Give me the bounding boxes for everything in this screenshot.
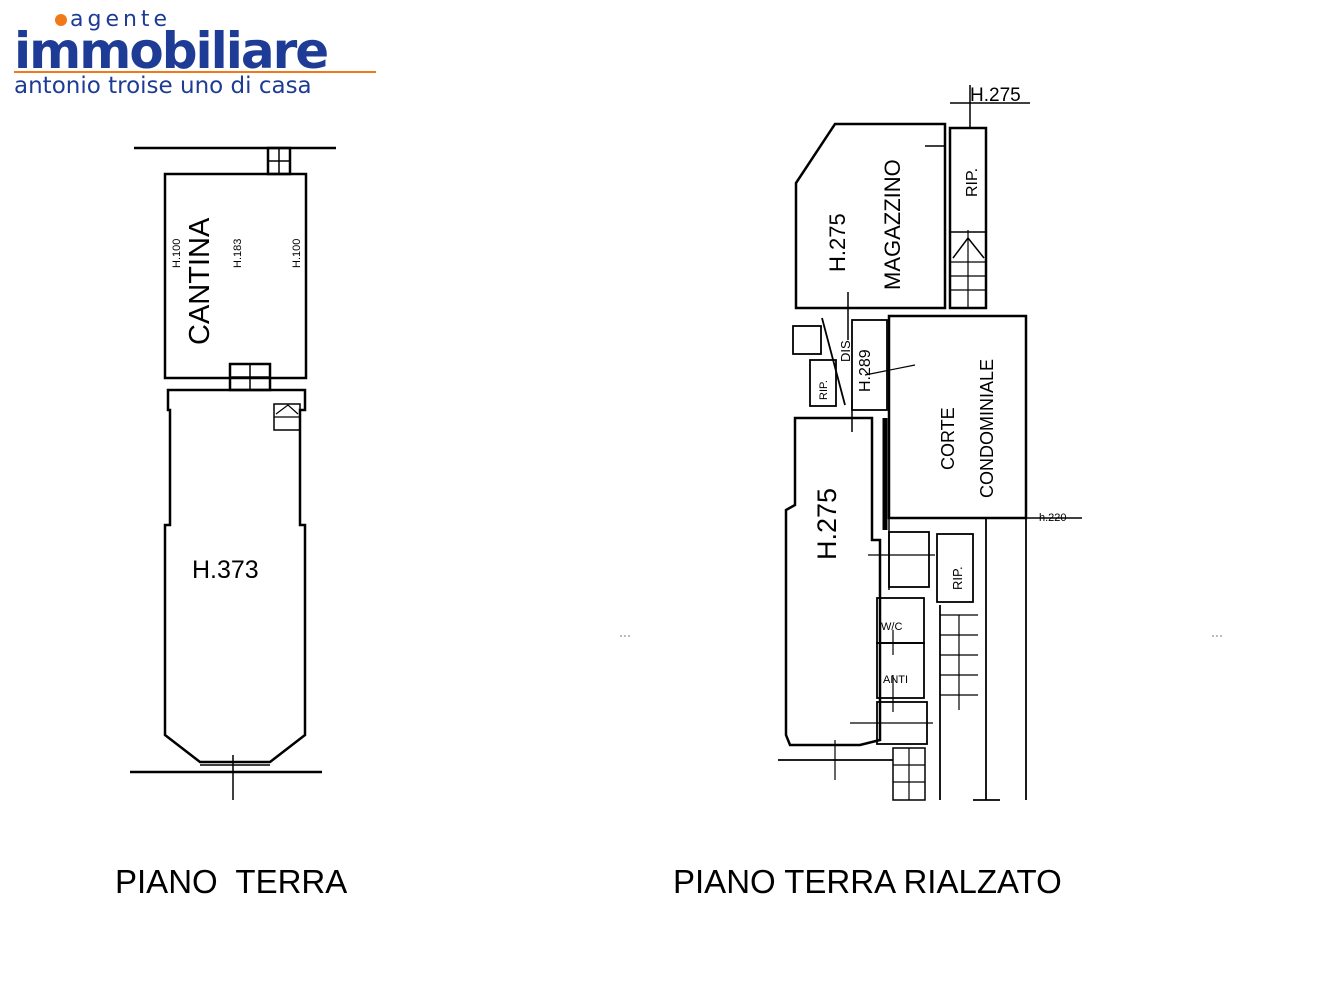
logo-top-word: agente — [70, 7, 171, 32]
cantina-height-left: H.100 — [171, 239, 183, 268]
rip-bottom-label: RIP. — [950, 566, 965, 590]
living-room-height: H.275 — [812, 488, 842, 560]
cantina-room — [163, 172, 308, 380]
rip-bottom-room — [936, 533, 974, 603]
dis-label: DIS — [838, 340, 853, 362]
corte-label-line2: CONDOMINIALE — [977, 359, 997, 498]
anti-label: ANTI — [883, 674, 908, 686]
magazzino-label: MAGAZZINO — [880, 159, 905, 290]
rip-small-room — [809, 359, 837, 407]
wc-label: W/C — [881, 621, 902, 633]
cantina-label: CANTINA — [184, 217, 216, 345]
piano-terra-rialzato-title: PIANO TERRA RIALZATO — [673, 863, 1062, 900]
rip-top-label: RIP. — [964, 168, 981, 197]
piano-terra-title: PIANO TERRA — [115, 863, 347, 900]
living-room — [784, 416, 882, 747]
side-height-label: h.220 — [1039, 512, 1067, 524]
rip-small-label: RIP. — [818, 380, 830, 400]
main-room-height: H.373 — [192, 556, 259, 584]
corte-label-line1: CORTE — [938, 407, 958, 470]
logo-main-word: immobiliare — [14, 22, 327, 80]
cantina-height-right: H.100 — [291, 239, 303, 268]
agency-logo: agente immobiliare antonio troise uno di… — [14, 7, 376, 99]
cantina-height-center: H.183 — [232, 239, 244, 268]
piano-terra-rialzato-plan — [778, 85, 1082, 801]
anti-room — [876, 642, 925, 699]
main-room-outline — [163, 388, 307, 764]
logo-orange-dot-icon — [55, 14, 67, 26]
dis-height: H.289 — [857, 349, 874, 392]
magazzino-room — [794, 122, 947, 310]
logo-tagline: antonio troise uno di casa — [14, 73, 312, 99]
magazzino-height: H.275 — [825, 213, 850, 272]
piano-terra-plan — [130, 146, 336, 800]
top-height-label: H.275 — [970, 85, 1021, 106]
